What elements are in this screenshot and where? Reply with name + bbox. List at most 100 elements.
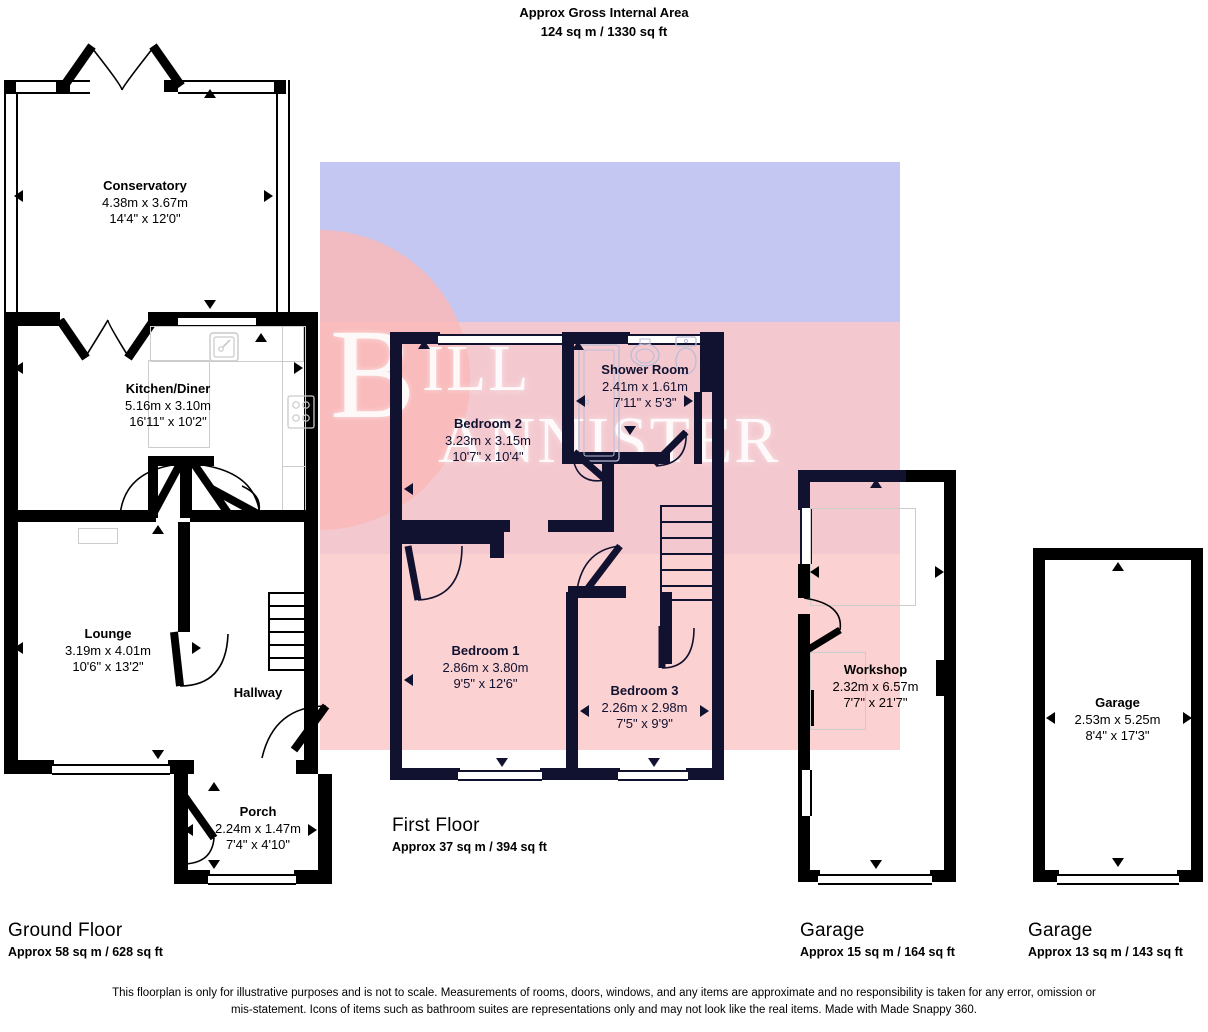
room-label-kitchen-diner: Kitchen/Diner 5.16m x 3.10m 16'11" x 10'… — [78, 381, 258, 431]
room-metric: 2.53m x 5.25m — [1074, 711, 1161, 727]
garage1-door-notch — [936, 660, 946, 696]
hallway-wall-south-right — [296, 760, 318, 774]
room-imperial: 8'4" x 17'3" — [1085, 728, 1150, 744]
conservatory-arrow-up — [204, 89, 216, 98]
bedroom2-arrow-left — [404, 483, 413, 495]
lounge-door-swing — [170, 631, 229, 687]
room-label-lounge: Lounge 3.19m x 4.01m 10'6" x 13'2" — [18, 626, 198, 676]
room-name: Kitchen/Diner — [125, 381, 211, 396]
conservatory-window-right — [276, 80, 290, 320]
room-imperial: 7'5" x 9'9" — [616, 716, 673, 732]
caption-garage-two: Garage Approx 13 sq m / 143 sq ft — [1028, 920, 1183, 959]
hall-door-swing-left — [119, 462, 184, 518]
caption-garage-one: Garage Approx 15 sq m / 164 sq ft — [800, 920, 955, 959]
room-name: Conservatory — [103, 178, 187, 193]
workshop-arrow-up — [870, 479, 882, 488]
room-label-bedroom-2: Bedroom 2 3.23m x 3.15m 10'7" x 10'4" — [403, 416, 573, 466]
workshop-wall-north-right — [906, 470, 956, 482]
room-name: Garage — [1095, 695, 1140, 710]
room-imperial: 16'11" x 10'2" — [129, 414, 207, 430]
bedroom3-door-swing — [575, 543, 623, 599]
conservatory-arrow-left — [14, 190, 23, 202]
garage1-window-west — [800, 770, 812, 816]
bedroom2-arrow-up — [418, 340, 430, 349]
garage2-wall-north — [1033, 548, 1203, 560]
lounge-fireplace — [78, 528, 118, 544]
bedroom2-door-swing — [571, 449, 609, 483]
floor-title: Garage — [1028, 920, 1093, 941]
room-label-garage: Garage 2.53m x 5.25m 8'4" x 17'3" — [1030, 695, 1205, 745]
hallway-wall-west — [178, 522, 190, 632]
shower-arrow-up — [572, 341, 584, 350]
bedroom3-arrow-left — [580, 705, 589, 717]
porch-door-swing — [176, 787, 218, 865]
kitchen-wall-west — [4, 326, 18, 518]
room-label-conservatory: Conservatory 4.38m x 3.67m 14'4" x 12'0" — [55, 178, 235, 228]
garage1-door-south — [818, 874, 932, 885]
room-metric: 2.24m x 1.47m — [215, 820, 301, 836]
workshop-wall-north-left — [798, 470, 910, 482]
room-imperial: 10'7" x 10'4" — [452, 449, 524, 465]
garage1-wall-east — [944, 470, 956, 882]
disclaimer-text: This floorplan is only for illustrative … — [112, 987, 1096, 1016]
floor-title: Garage — [800, 920, 865, 941]
front-door-swing — [261, 703, 330, 759]
gia-line-1: Approx Gross Internal Area — [519, 5, 689, 20]
garage2-wall-west — [1033, 548, 1045, 882]
conservatory-french-doors — [60, 43, 185, 91]
staircase-first — [660, 505, 712, 601]
room-label-bedroom-3: Bedroom 3 2.26m x 2.98m 7'5" x 9'9" — [557, 683, 732, 733]
floor-area: Approx 37 sq m / 394 sq ft — [392, 840, 547, 854]
room-label-porch: Porch 2.24m x 1.47m 7'4" x 4'10" — [168, 804, 348, 854]
kitchen-arrow-up — [255, 333, 267, 342]
garage2-arrow-up — [1112, 562, 1124, 571]
caption-first-floor: First Floor Approx 37 sq m / 394 sq ft — [392, 815, 547, 854]
workshop-arrow-right — [935, 566, 944, 578]
room-metric: 3.23m x 3.15m — [445, 432, 531, 448]
room-name: Bedroom 1 — [451, 643, 520, 658]
first-floor-wall-east — [712, 332, 724, 780]
garage2-wall-east — [1191, 548, 1203, 882]
room-name: Porch — [239, 804, 277, 819]
workshop-bench-outline — [810, 652, 866, 730]
workshop-wall-west-mid — [798, 564, 810, 598]
workshop-arrow-left — [810, 566, 819, 578]
shower-arrow-down — [624, 426, 636, 435]
room-imperial: 7'7" x 21'7" — [843, 695, 908, 711]
porch-wall-south-right — [294, 870, 332, 884]
room-label-workshop: Workshop 2.32m x 6.57m 7'7" x 21'7" — [788, 662, 963, 712]
floor-area: Approx 15 sq m / 164 sq ft — [800, 945, 955, 959]
bedroom1-3-divider — [566, 592, 578, 780]
conservatory-wall-south-left — [4, 312, 60, 326]
room-label-bedroom-1: Bedroom 1 2.86m x 3.80m 9'5" x 12'6" — [398, 643, 573, 693]
conservatory-corner-nw — [4, 80, 16, 92]
floor-area: Approx 13 sq m / 143 sq ft — [1028, 945, 1183, 959]
shower-wall-east — [694, 392, 702, 464]
room-metric: 5.16m x 3.10m — [125, 397, 211, 413]
room-name: Workshop — [843, 662, 908, 677]
gross-internal-area-header: Approx Gross Internal Area 124 sq m / 13… — [0, 4, 1208, 42]
workshop-partition-outline — [810, 508, 916, 606]
room-metric: 4.38m x 3.67m — [102, 194, 188, 210]
conservatory-arrow-right — [264, 190, 273, 202]
garage2-door-south — [1057, 874, 1179, 885]
bedroom1-door-swing — [404, 545, 463, 601]
floor-title: First Floor — [392, 815, 480, 836]
ground-floor-plan — [0, 0, 340, 900]
garage2-arrow-right — [1183, 712, 1192, 724]
bedroom1-arrow-down — [496, 758, 508, 767]
gia-line-2: 124 sq m / 1330 sq ft — [540, 23, 668, 39]
room-metric: 2.86m x 3.80m — [442, 659, 529, 675]
first-floor-wall-south-mid — [540, 768, 620, 780]
shower-arrow-right — [684, 395, 693, 407]
bedroom3-window-south — [618, 770, 688, 781]
wash-basin-icon — [630, 338, 660, 367]
conservatory-corner-ne — [274, 80, 286, 92]
garage-two-plan — [1033, 548, 1203, 885]
room-name: Bedroom 3 — [610, 683, 679, 698]
first-floor-wall-west — [390, 332, 402, 780]
garage2-arrow-left — [1046, 712, 1055, 724]
bedroom1-wall-north-stub2 — [490, 532, 504, 558]
garage1-arrow-down — [870, 860, 882, 869]
room-name: Lounge — [84, 626, 132, 641]
